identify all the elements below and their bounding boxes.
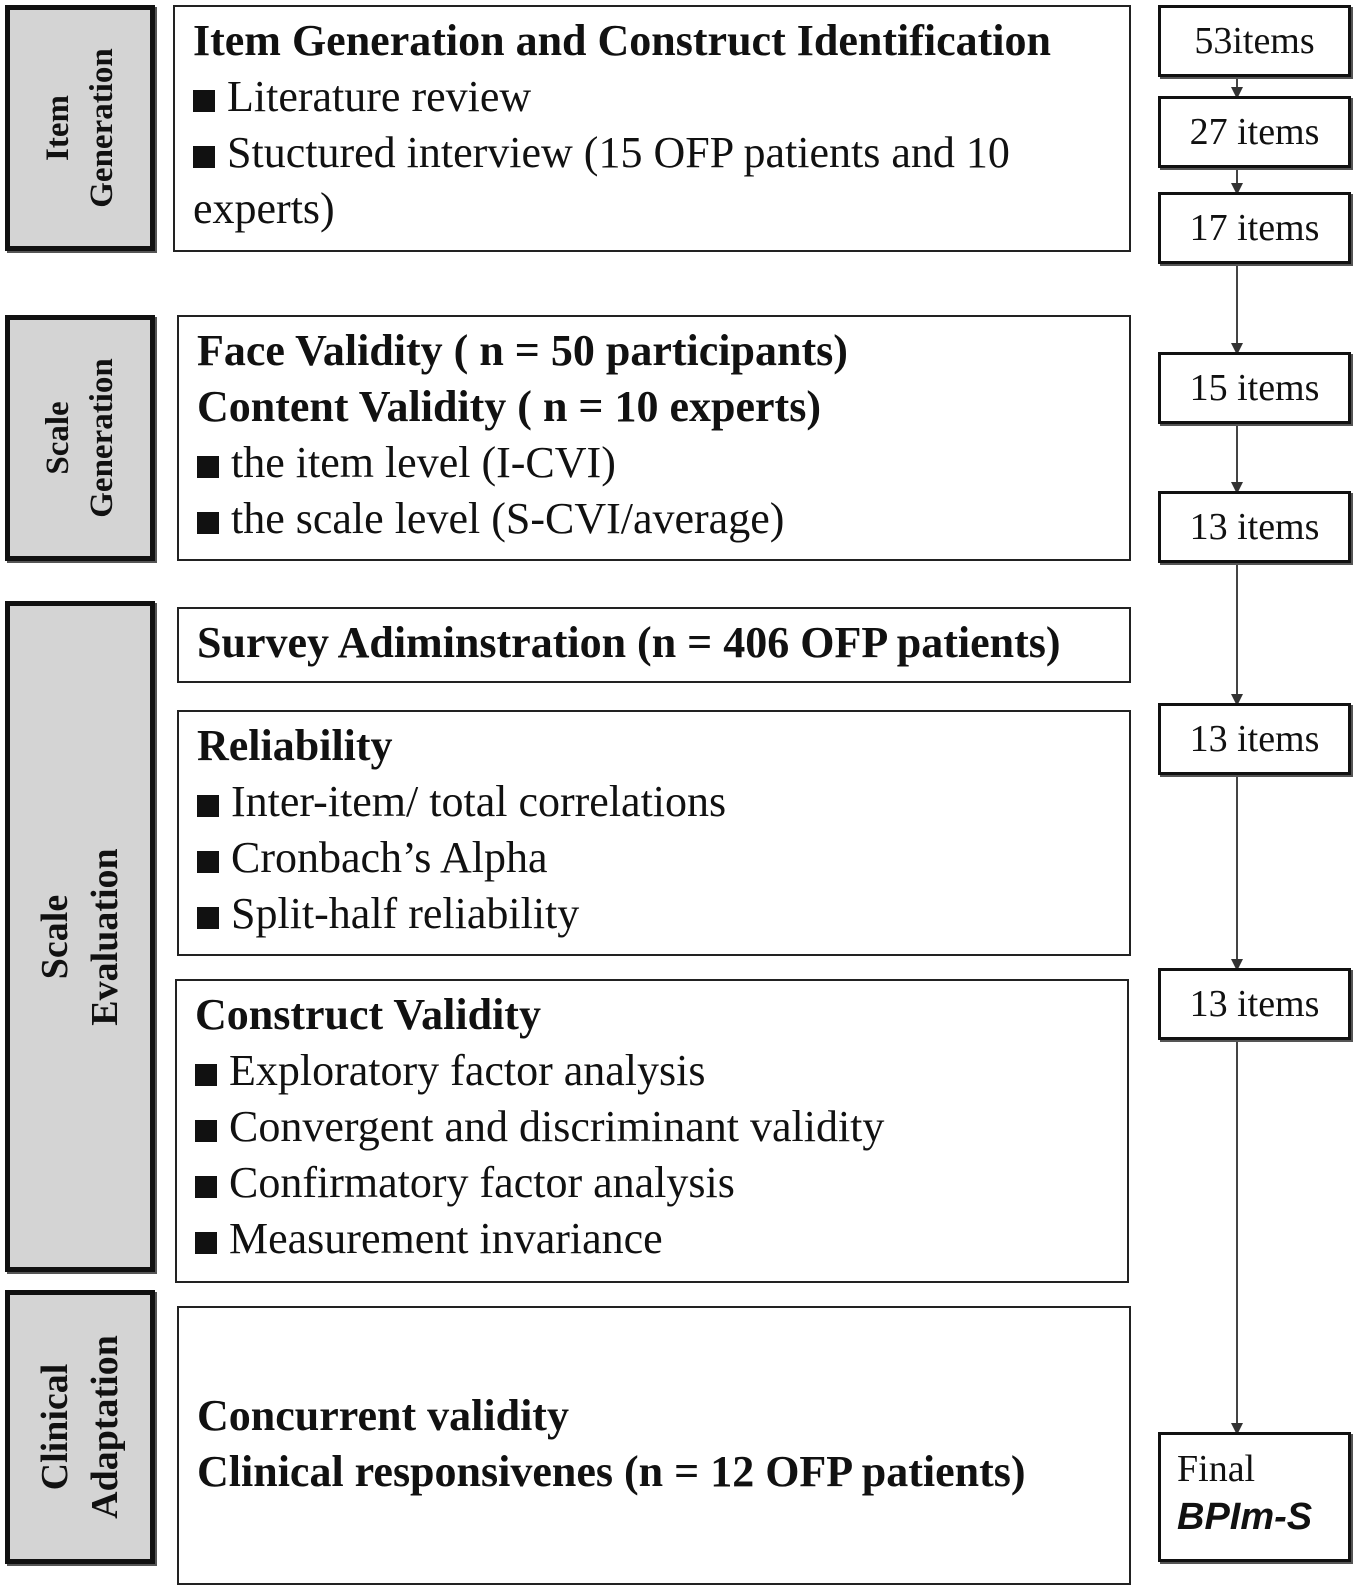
stage-label-line: Generation: [84, 48, 120, 208]
stage-label-line: Clinical: [34, 1363, 76, 1491]
box-item-generation: Item Generation and Construct Identifica…: [173, 5, 1131, 252]
item-count-label: 13 items: [1189, 983, 1320, 1025]
stage-label-line: Scale: [34, 894, 76, 979]
stage-scale-generation: Scale Generation: [5, 315, 155, 561]
box-scale-generation: Face Validity ( n = 50 participants) Con…: [177, 315, 1131, 561]
item-count-box: 27 items: [1158, 96, 1351, 168]
square-bullet-icon: [195, 1176, 217, 1198]
stage-item-generation: Item Generation: [5, 5, 155, 251]
square-bullet-icon: [197, 512, 219, 534]
item-count-box: 53items: [1158, 5, 1351, 77]
item-count-label: 15 items: [1189, 367, 1320, 409]
stage-label-line: Adaptation: [84, 1335, 126, 1519]
box-heading: Concurrent validity: [197, 1391, 569, 1440]
bullet-item: the item level (I-CVI): [197, 435, 1115, 491]
box-heading: Clinical responsivenes (n = 12 OFP patie…: [197, 1447, 1026, 1496]
square-bullet-icon: [195, 1064, 217, 1086]
item-count-box: 13 items: [1158, 491, 1351, 563]
bullet-item: the scale level (S-CVI/average): [197, 491, 1115, 547]
bullet-item: Measurement invariance: [195, 1211, 1113, 1267]
item-count-label: 13 items: [1189, 506, 1320, 548]
square-bullet-icon: [193, 90, 215, 112]
stage-label-line: Evaluation: [84, 847, 126, 1026]
bullet-item: Stuctured interview (15 OFP patients and…: [193, 128, 1010, 233]
bullet-item: Literature review: [193, 69, 1115, 125]
bullet-item: Inter-item/ total correlations: [197, 774, 1115, 830]
square-bullet-icon: [193, 146, 215, 168]
item-count-label: 27 items: [1189, 111, 1320, 153]
final-label: Final: [1177, 1448, 1256, 1490]
box-reliability: Reliability Inter-item/ total correlatio…: [177, 710, 1131, 956]
final-scale-box: Final BPIm-S: [1158, 1432, 1351, 1562]
item-count-label: 13 items: [1189, 718, 1320, 760]
box-heading: Item Generation and Construct Identifica…: [193, 16, 1051, 65]
item-count-box: 17 items: [1158, 192, 1351, 264]
box-survey: Survey Adiminstration (n = 406 OFP patie…: [177, 607, 1131, 683]
bullet-item: Confirmatory factor analysis: [195, 1155, 1113, 1211]
box-clinical: Concurrent validity Clinical responsiven…: [177, 1306, 1131, 1585]
item-count-label: 17 items: [1189, 207, 1320, 249]
stage-scale-evaluation: Scale Evaluation: [5, 601, 155, 1272]
box-construct-validity: Construct Validity Exploratory factor an…: [175, 979, 1129, 1283]
bullet-item: Cronbach’s Alpha: [197, 830, 1115, 886]
item-count-box: 13 items: [1158, 703, 1351, 775]
square-bullet-icon: [197, 907, 219, 929]
final-scale-name: BPIm-S: [1177, 1496, 1313, 1538]
stage-label-line: Item: [40, 95, 76, 161]
bullet-item: Split-half reliability: [197, 886, 1115, 942]
bullet-item: Exploratory factor analysis: [195, 1043, 1113, 1099]
box-heading: Survey Adiminstration (n = 406 OFP patie…: [197, 618, 1061, 667]
square-bullet-icon: [195, 1232, 217, 1254]
item-count-label: 53items: [1194, 20, 1315, 62]
item-count-box: 15 items: [1158, 352, 1351, 424]
square-bullet-icon: [197, 795, 219, 817]
box-heading: Reliability: [197, 721, 393, 770]
square-bullet-icon: [197, 456, 219, 478]
box-heading: Face Validity ( n = 50 participants): [197, 326, 848, 375]
square-bullet-icon: [197, 851, 219, 873]
box-heading: Construct Validity: [195, 990, 541, 1039]
box-heading: Content Validity ( n = 10 experts): [197, 382, 821, 431]
square-bullet-icon: [195, 1120, 217, 1142]
stage-clinical-adaptation: Clinical Adaptation: [5, 1290, 155, 1564]
item-count-box: 13 items: [1158, 968, 1351, 1040]
stage-label-line: Generation: [84, 358, 120, 518]
bullet-item: Convergent and discriminant validity: [195, 1099, 1113, 1155]
stage-label-line: Scale: [40, 401, 76, 475]
